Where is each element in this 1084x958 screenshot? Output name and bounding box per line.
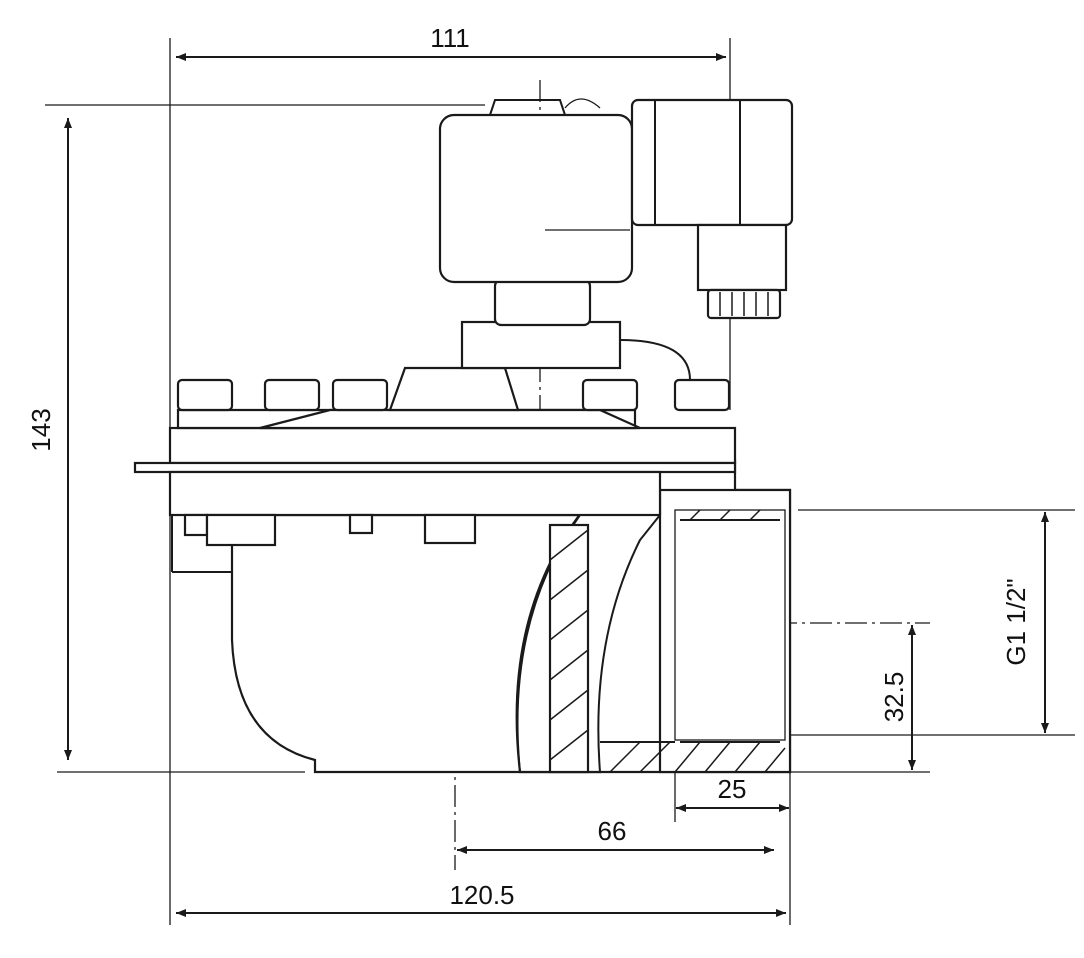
- bolts: [176, 378, 731, 412]
- dim-label-center-to-port: 66: [598, 816, 627, 846]
- dim-label-port-thread: G1 1/2": [1001, 578, 1031, 665]
- dim-label-port-length: 25: [718, 774, 747, 804]
- dim-label-top-width: 111: [430, 23, 470, 53]
- dim-label-total-height: 143: [26, 408, 56, 451]
- dim-label-total-width: 120.5: [449, 880, 514, 910]
- connector-plug: [630, 98, 794, 320]
- valve-cover: [176, 339, 731, 430]
- dimension-arrows: [64, 53, 1049, 917]
- dim-label-port-center-height: 32.5: [879, 672, 909, 723]
- valve-body: [133, 426, 792, 774]
- solenoid-coil: [438, 98, 634, 370]
